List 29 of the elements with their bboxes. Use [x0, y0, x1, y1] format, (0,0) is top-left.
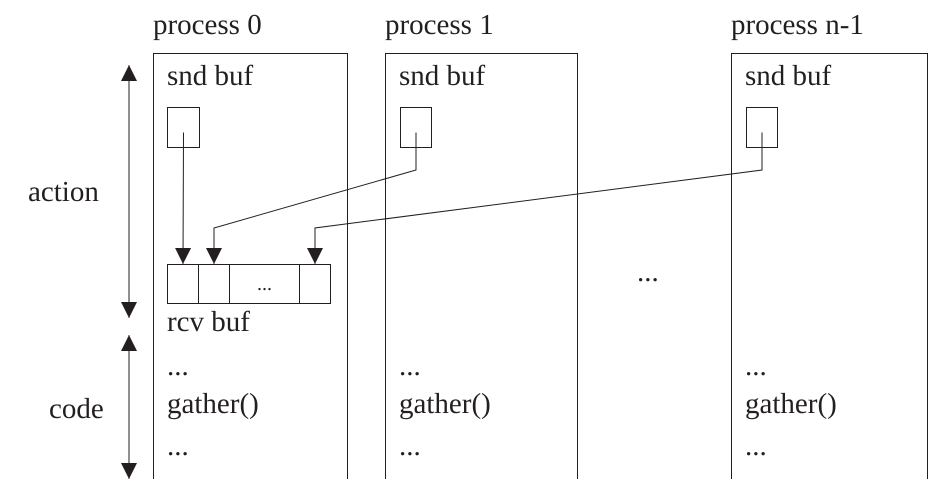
column-text: ...	[745, 430, 767, 462]
ellipsis-text: ...	[637, 256, 659, 288]
column-text: ...	[167, 350, 189, 382]
range-label: code	[49, 393, 104, 425]
buffer-slot	[198, 264, 230, 304]
column-text: snd buf	[167, 60, 254, 92]
buffer-slot: ...	[229, 264, 300, 304]
buffer-slot	[400, 107, 432, 148]
arrow	[175, 132, 192, 264]
range-label: action	[28, 176, 99, 208]
buffer-slot	[746, 107, 778, 148]
arrow	[206, 132, 416, 264]
column-heading: process 0	[153, 9, 262, 41]
column-text: gather()	[167, 388, 259, 420]
buffer-slot	[167, 107, 200, 148]
column-text: ...	[399, 350, 421, 382]
column-heading: process n-1	[731, 9, 864, 41]
column-text: snd buf	[745, 60, 832, 92]
column-text: ...	[167, 430, 189, 462]
column-text: ...	[745, 350, 767, 382]
column-text: gather()	[745, 388, 837, 420]
column-text: snd buf	[399, 60, 486, 92]
buffer-slot	[299, 264, 331, 304]
buffer-slot	[167, 264, 199, 304]
column-heading: process 1	[385, 9, 494, 41]
column-text: gather()	[399, 388, 491, 420]
column-text: ...	[399, 430, 421, 462]
arrow	[307, 132, 762, 264]
column-text: rcv buf	[167, 306, 250, 338]
